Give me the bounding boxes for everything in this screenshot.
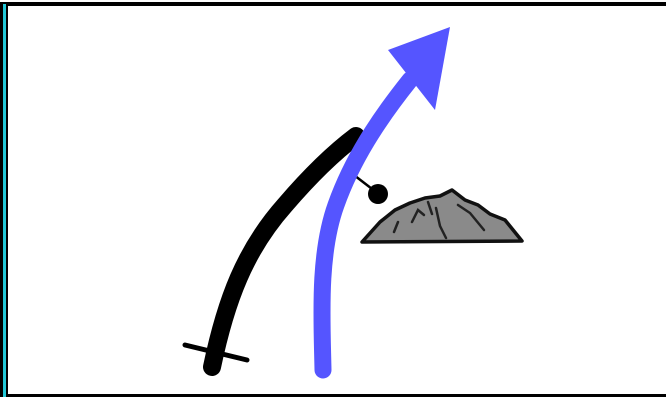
black-road-path [212, 136, 356, 367]
frame-left-accent [3, 4, 6, 397]
frame-left-inner-border [6, 4, 8, 397]
frame-left-border [0, 4, 3, 397]
connector-dot [368, 184, 388, 204]
